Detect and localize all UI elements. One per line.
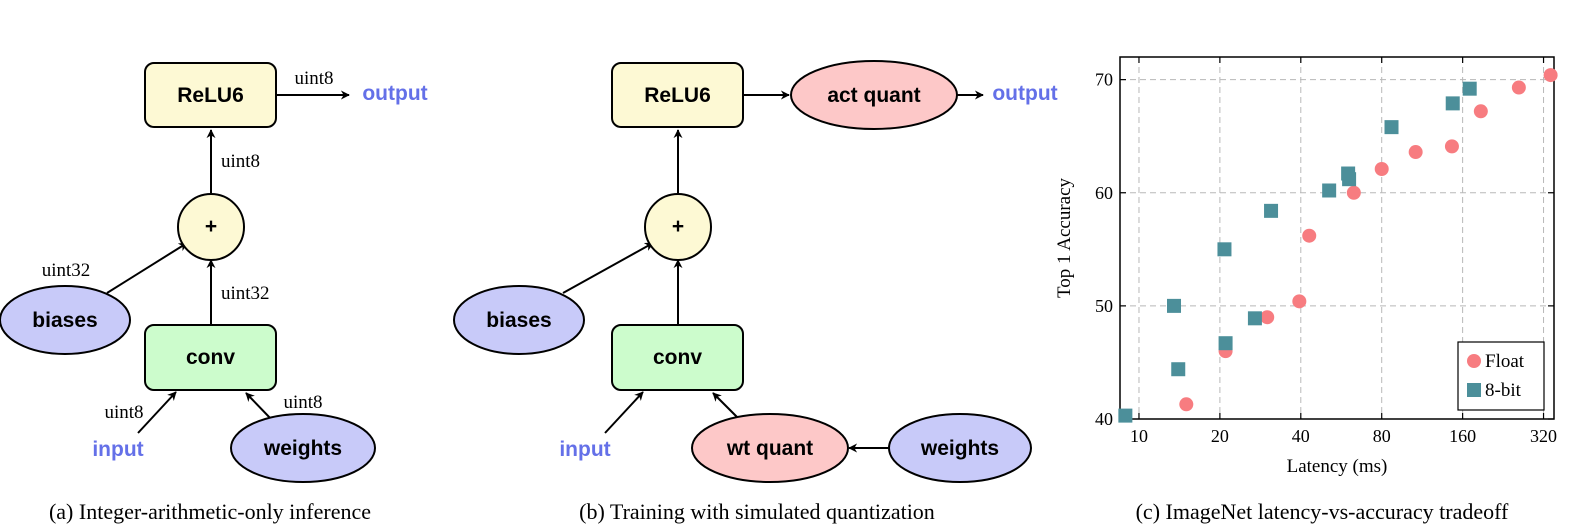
chart-ticks: 10 20 40 80 160 320 40 50 60 70	[1095, 57, 1557, 446]
edge-label-weights-conv: uint8	[283, 392, 322, 413]
x-tick-label: 320	[1530, 426, 1557, 446]
svg-text:+: +	[672, 215, 684, 238]
weights-node-b: weights	[888, 413, 1032, 483]
panel-b-caption: (b) Training with simulated quantization	[579, 499, 935, 524]
legend-int8-label: 8-bit	[1485, 380, 1522, 401]
int8-point	[1217, 242, 1232, 257]
input-label-b: input	[559, 438, 610, 461]
int8-point	[1218, 336, 1233, 351]
relu6-node-b: ReLU6	[611, 62, 744, 128]
y-axis-label: Top 1 Accuracy	[1054, 177, 1075, 298]
svg-text:+: +	[205, 215, 217, 238]
edge-biases-add	[106, 242, 188, 294]
int8-point	[1167, 298, 1182, 313]
int8-point	[1264, 203, 1279, 218]
chart-marks	[1118, 68, 1558, 423]
output-label: output	[362, 82, 427, 105]
edge-label-biases-add: uint32	[42, 260, 91, 281]
float-point	[1473, 104, 1488, 119]
int8-point	[1118, 408, 1133, 423]
edge-label-relu-output: uint8	[294, 68, 333, 89]
act-quant-node: act quant	[790, 60, 958, 130]
int8-point	[1384, 120, 1399, 135]
panel-c-chart: 10 20 40 80 160 320 40 50 60 70 Latency (ms) Top …	[1054, 56, 1558, 524]
svg-text:weights: weights	[920, 437, 999, 460]
x-tick-label: 10	[1130, 426, 1148, 446]
y-tick-label: 50	[1095, 296, 1113, 316]
panel-a-diagram: ReLU6 + conv biases weights input output…	[0, 62, 428, 524]
svg-text:conv: conv	[653, 346, 702, 369]
float-point	[1408, 145, 1423, 160]
weights-node: weights	[230, 413, 376, 483]
int8-point	[1171, 362, 1186, 377]
edge-wtquant-conv	[712, 392, 741, 421]
input-label: input	[92, 438, 143, 461]
output-label-b: output	[992, 82, 1057, 105]
float-point	[1346, 185, 1361, 200]
edge-weights-conv	[245, 392, 273, 421]
edge-label-add-relu: uint8	[221, 151, 260, 172]
legend-int8-marker	[1467, 383, 1481, 397]
x-tick-label: 40	[1292, 426, 1310, 446]
float-point	[1543, 68, 1558, 83]
svg-text:ReLU6: ReLU6	[644, 84, 711, 107]
float-point	[1511, 80, 1526, 95]
edge-biases-add-b	[562, 242, 654, 294]
legend-float-label: Float	[1485, 351, 1525, 372]
int8-point	[1342, 172, 1357, 187]
add-node: +	[177, 193, 245, 261]
add-node-b: +	[644, 193, 712, 261]
conv-node: conv	[144, 324, 277, 391]
svg-text:ReLU6: ReLU6	[177, 84, 244, 107]
float-point	[1374, 161, 1389, 176]
y-tick-label: 70	[1095, 70, 1113, 90]
plot-frame	[1119, 56, 1555, 420]
x-tick-label: 160	[1449, 426, 1476, 446]
float-point	[1444, 139, 1459, 154]
int8-point	[1322, 183, 1337, 198]
panel-a-caption: (a) Integer-arithmetic-only inference	[49, 499, 371, 524]
x-axis-label: Latency (ms)	[1287, 456, 1388, 477]
panel-c-caption: (c) ImageNet latency-vs-accuracy tradeof…	[1136, 499, 1509, 524]
float-point	[1179, 397, 1194, 412]
legend-box	[1457, 341, 1545, 411]
relu6-node: ReLU6	[144, 62, 277, 128]
svg-text:biases: biases	[486, 309, 551, 332]
float-point	[1260, 310, 1275, 325]
int8-point	[1247, 311, 1262, 326]
wt-quant-node: wt quant	[691, 413, 849, 483]
x-tick-label: 80	[1373, 426, 1391, 446]
svg-text:wt quant: wt quant	[726, 437, 813, 460]
edge-input-conv-b	[604, 391, 644, 434]
x-tick-label: 20	[1211, 426, 1229, 446]
biases-node: biases	[0, 285, 131, 355]
edge-label-input-conv: uint8	[104, 402, 143, 423]
svg-text:weights: weights	[263, 437, 342, 460]
conv-node-b: conv	[611, 324, 744, 391]
float-point	[1302, 228, 1317, 243]
y-tick-label: 60	[1095, 183, 1113, 203]
chart-legend: Float 8-bit	[1457, 341, 1545, 411]
float-point	[1292, 294, 1307, 309]
edge-input-conv	[137, 391, 177, 434]
legend-float-marker	[1467, 354, 1481, 368]
biases-node-b: biases	[453, 285, 585, 355]
svg-text:conv: conv	[186, 346, 235, 369]
edge-label-conv-add: uint32	[221, 283, 270, 304]
int8-point	[1445, 96, 1460, 111]
panel-b-diagram: ReLU6 act quant + conv biases wt quant w…	[453, 60, 1058, 524]
y-tick-label: 40	[1095, 409, 1113, 429]
svg-text:biases: biases	[32, 309, 97, 332]
svg-text:act quant: act quant	[827, 84, 920, 107]
int8-point	[1462, 81, 1477, 96]
